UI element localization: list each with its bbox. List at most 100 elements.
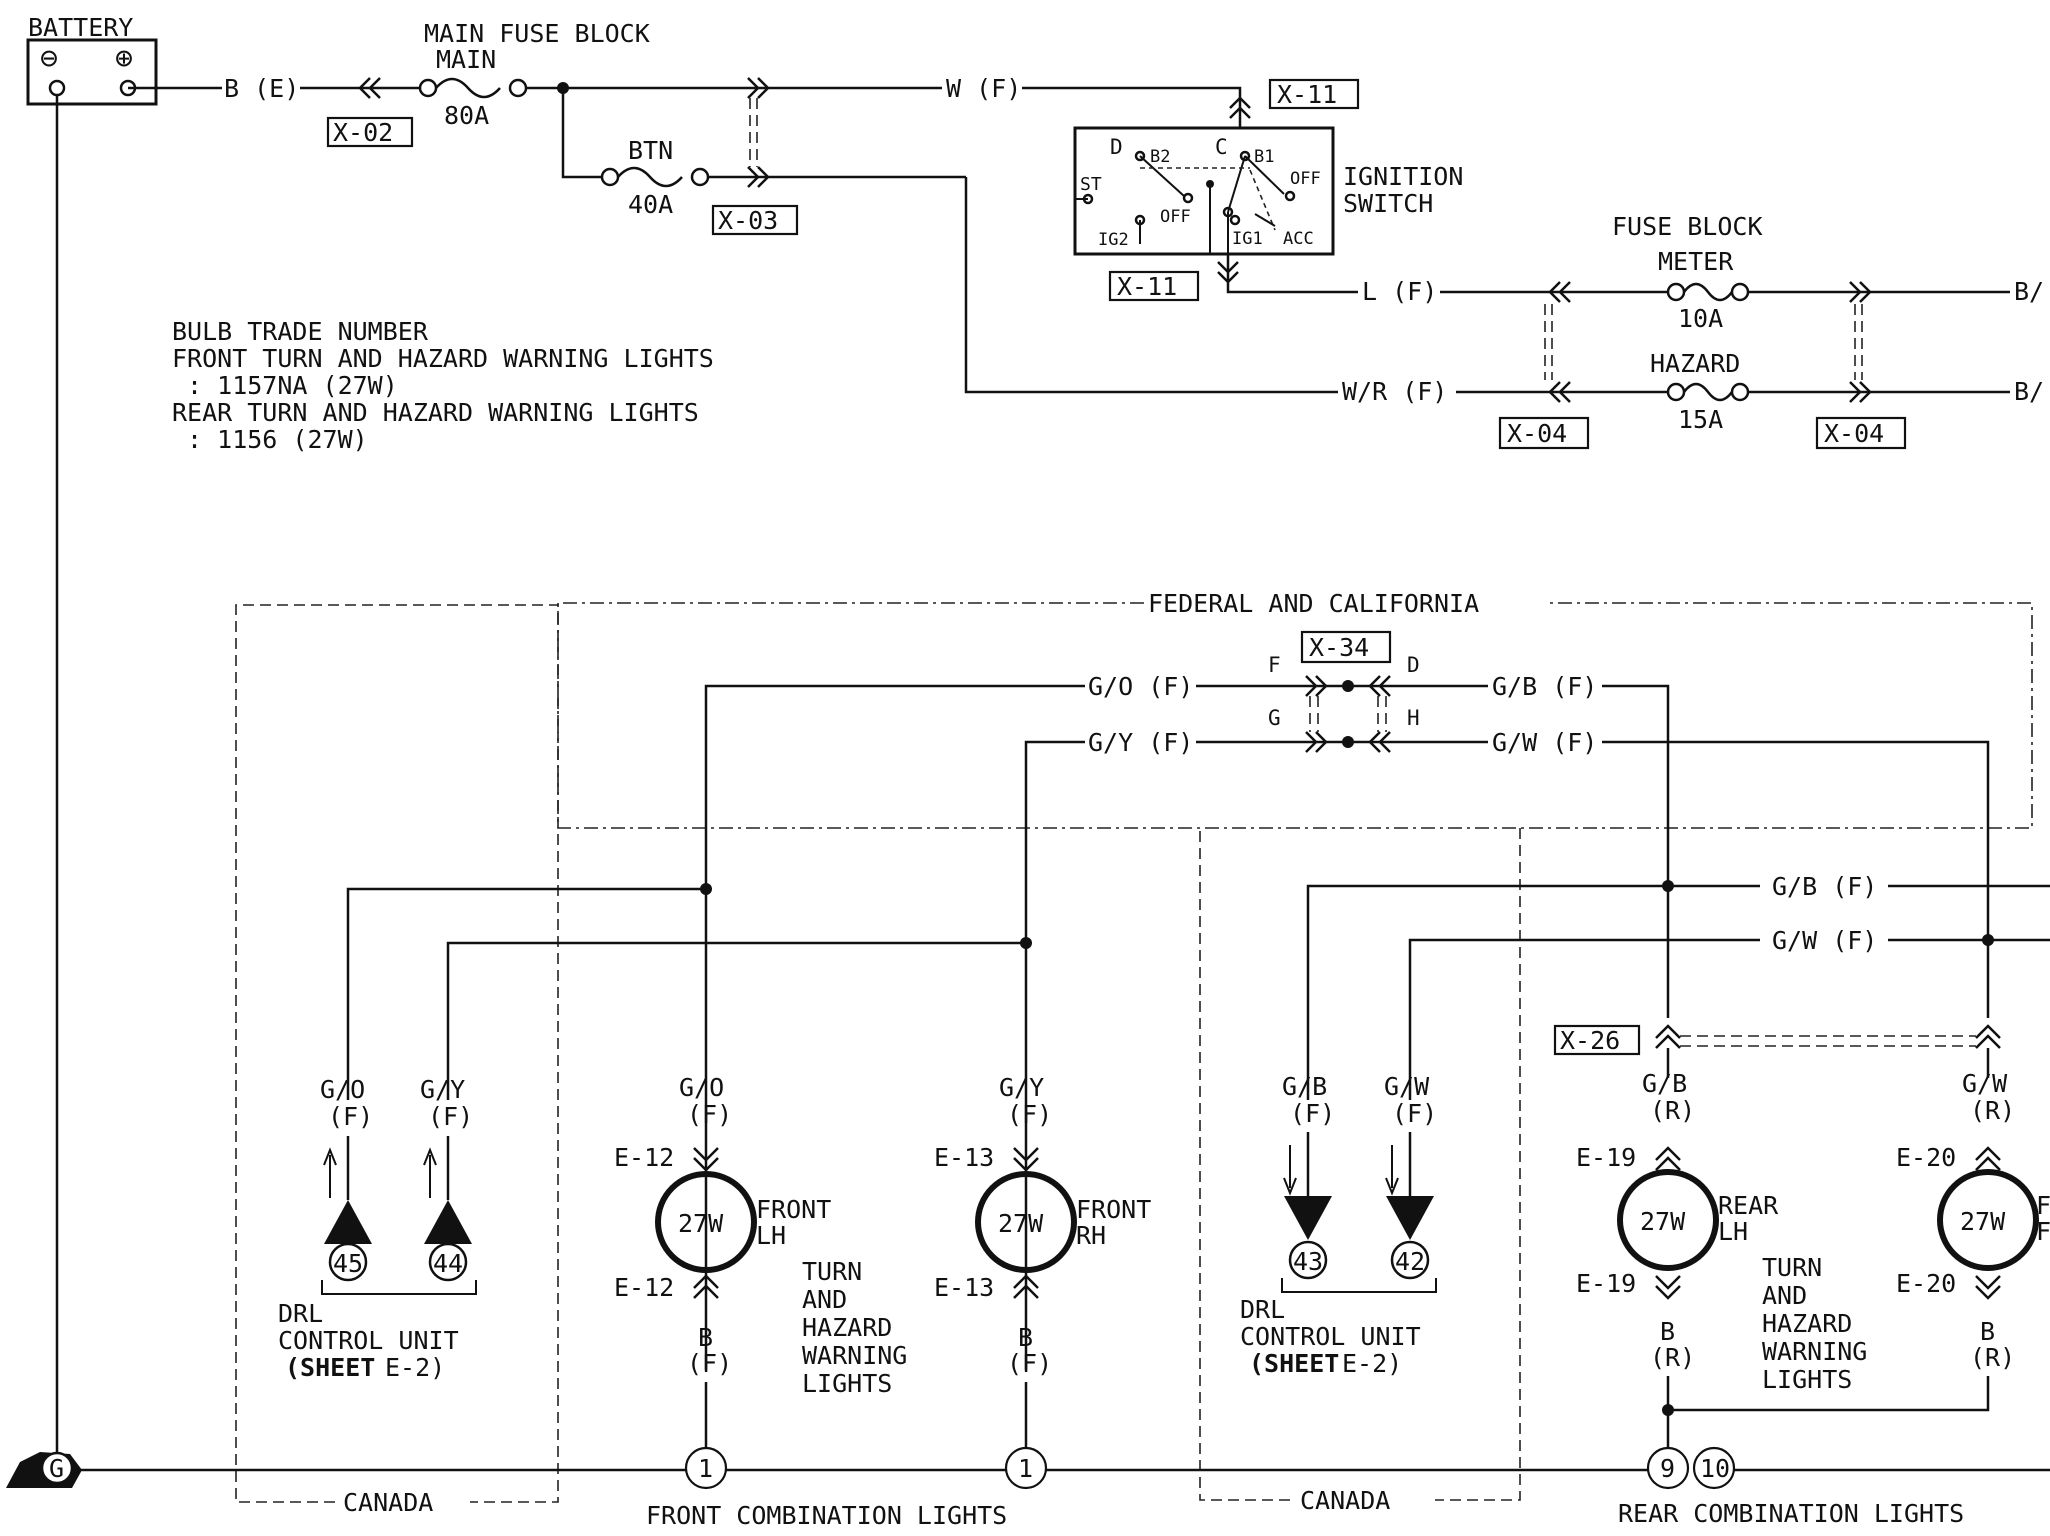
drl-left-pin-45: 45 [333,1249,363,1278]
rear-lh-wire-top-1: G/B [1642,1069,1687,1098]
ign-terminal-off-right: OFF [1290,169,1321,189]
front-combination-lights-label: FRONT COMBINATION LIGHTS [646,1501,1007,1530]
rear-rh-watt: 27W [1960,1207,2006,1236]
x-34-pin-g: G [1268,706,1281,730]
front-rh-conn-top: E-13 [934,1143,994,1172]
fuse-block-title: FUSE BLOCK [1612,212,1763,241]
front-lh-wire-bottom-2: (F) [687,1349,732,1378]
hazard-fuse-rating: 15A [1678,405,1723,434]
wire-rear-gb: G/B (F) [1772,872,1877,901]
ign-terminal-off-mid: OFF [1160,207,1191,227]
rear-lh-wire-bottom-1: B [1660,1317,1675,1346]
rear-lamp-lh: G/B (R) E-19 27W REAR LH E-19 B (R) 9 [1576,1048,1779,1490]
wire-rear-gw: G/W (F) [1772,926,1877,955]
x-34-pin-h: H [1407,706,1420,730]
rear-turn-label-3: HAZARD [1762,1309,1852,1338]
rear-turn-label-2: AND [1762,1281,1807,1310]
drl-right-sheet-bold: (SHEET [1249,1349,1339,1378]
rear-rh-conn-top: E-20 [1896,1143,1956,1172]
x-34-pin-d: D [1407,653,1420,677]
front-lh-name-1: FRONT [756,1195,831,1224]
drl-left-pin-45-wire-1: G/O [320,1075,365,1104]
drl-right-pin-42: 42 [1395,1247,1425,1276]
wire-b-e: B (E) [224,74,299,103]
hazard-fuse-name: HAZARD [1650,349,1740,378]
ign-terminal-st: ST [1080,174,1102,195]
front-rh-ground-pin: 1 [1018,1454,1033,1483]
ign-terminal-b2: B2 [1150,147,1170,167]
bulb-note-line-4: REAR TURN AND HAZARD WARNING LIGHTS [172,398,699,427]
front-lamp-rh: G/Y (F) E-13 27W FRONT RH E-13 B (F) 1 [934,1073,1151,1490]
drl-left-label-2: CONTROL UNIT [278,1326,459,1355]
rear-lh-ground-pin: 9 [1660,1454,1675,1483]
ignition-switch-label-2: SWITCH [1343,189,1433,218]
drl-right-pin-42-wire-1: G/W [1384,1072,1430,1101]
region-federal-california: FEDERAL AND CALIFORNIA [1148,589,1479,618]
drl-right-label-2: CONTROL UNIT [1240,1322,1421,1351]
drl-left-pin-44-wire-2: (F) [428,1102,473,1131]
drl-left-pin-44-wire-1: G/Y [420,1075,465,1104]
bulb-note-line-5: : 1156 (27W) [172,425,368,454]
wire-fed-gy: G/Y (F) [1088,728,1193,757]
bulb-note-line-2: FRONT TURN AND HAZARD WARNING LIGHTS [172,344,714,373]
connector-x-26: X-26 [1560,1026,1620,1055]
front-rh-conn-bottom: E-13 [934,1273,994,1302]
rear-turn-label: TURN AND HAZARD WARNING LIGHTS [1762,1253,1867,1394]
rear-rh-wire-top-2: (R) [1970,1096,2015,1125]
front-turn-label-1: TURN [802,1257,862,1286]
ign-terminal-acc: ACC [1283,229,1314,249]
rear-combination-lights-label: REAR COMBINATION LIGHTS [1618,1499,1964,1528]
battery: BATTERY ⊖ ⊕ [26,13,158,106]
main-fuse-rating: 80A [444,101,489,130]
front-lh-watt: 27W [678,1209,724,1238]
front-turn-label-3: HAZARD [802,1313,892,1342]
front-turn-label: TURN AND HAZARD WARNING LIGHTS [802,1257,907,1398]
main-fuse-name: MAIN [436,45,496,74]
rear-rh-wire-bottom-1: B [1980,1317,1995,1346]
drl-right-pin-43: 43 [1293,1247,1323,1276]
wire-hazard-out: B/ [2014,377,2044,406]
region-canada-left: CANADA [343,1488,433,1517]
connector-x-04-left: X-04 [1507,419,1567,448]
rear-rh-name-1: F [2036,1191,2050,1220]
front-rh-wire-bottom-2: (F) [1007,1349,1052,1378]
rear-lamp-rh: G/W (R) E-20 27W F F E-20 B (R) 10 [1668,1048,2050,1490]
main-fuse-block-title: MAIN FUSE BLOCK [424,19,650,48]
bulb-trade-note: BULB TRADE NUMBER FRONT TURN AND HAZARD … [172,317,714,454]
front-rh-wire-top-1: G/Y [999,1073,1044,1102]
rear-rh-ground-pin: 10 [1700,1454,1730,1483]
connector-x-04-right: X-04 [1824,419,1884,448]
wire-fed-gw: G/W (F) [1492,728,1597,757]
connector-x-02: X-02 [333,118,393,147]
rear-lh-conn-top: E-19 [1576,1143,1636,1172]
wire-w-f: W (F) [946,74,1021,103]
ground-label: G [49,1454,64,1483]
front-lh-wire-top-2: (F) [687,1100,732,1129]
front-lh-conn-top: E-12 [614,1143,674,1172]
drl-right-pin-43-wire-2: (F) [1290,1099,1335,1128]
ground-icon: G [6,1451,82,1488]
rear-lh-wire-bottom-2: (R) [1650,1343,1695,1372]
fuse-block: FUSE BLOCK METER 10A HAZARD 15A [1612,212,1763,434]
connector-x-34: X-34 [1309,633,1369,662]
front-rh-wire-top-2: (F) [1007,1100,1052,1129]
battery-label: BATTERY [28,13,133,42]
meter-fuse-rating: 10A [1678,304,1723,333]
ignition-switch: D C B2 B1 ST OFF OFF IG2 IG1 ACC [1073,126,1335,256]
meter-fuse-name: METER [1658,247,1734,276]
drl-control-unit-left: G/O (F) G/Y (F) 45 44 DRL CONTROL UNIT (… [278,1075,477,1382]
drl-control-unit-right: G/B (F) G/W (F) 43 42 DRL CONTROL UNIT (… [1240,1072,1437,1378]
drl-right-pin-42-wire-2: (F) [1392,1099,1437,1128]
drl-right-pin-43-wire-1: G/B [1282,1072,1327,1101]
front-turn-label-5: LIGHTS [802,1369,892,1398]
bulb-note-line-3: : 1157NA (27W) [172,371,398,400]
wire-fed-go: G/O (F) [1088,672,1193,701]
ign-terminal-ig1: IG1 [1232,229,1263,249]
front-lh-wire-top-1: G/O [679,1073,724,1102]
rear-lh-wire-top-2: (R) [1650,1096,1695,1125]
rear-rh-name-2: F [2036,1217,2050,1246]
main-fuse-block: MAIN FUSE BLOCK MAIN 80A BTN 40A [418,19,710,219]
rear-rh-conn-bottom: E-20 [1896,1269,1956,1298]
rear-lh-name-1: REAR [1718,1191,1779,1220]
